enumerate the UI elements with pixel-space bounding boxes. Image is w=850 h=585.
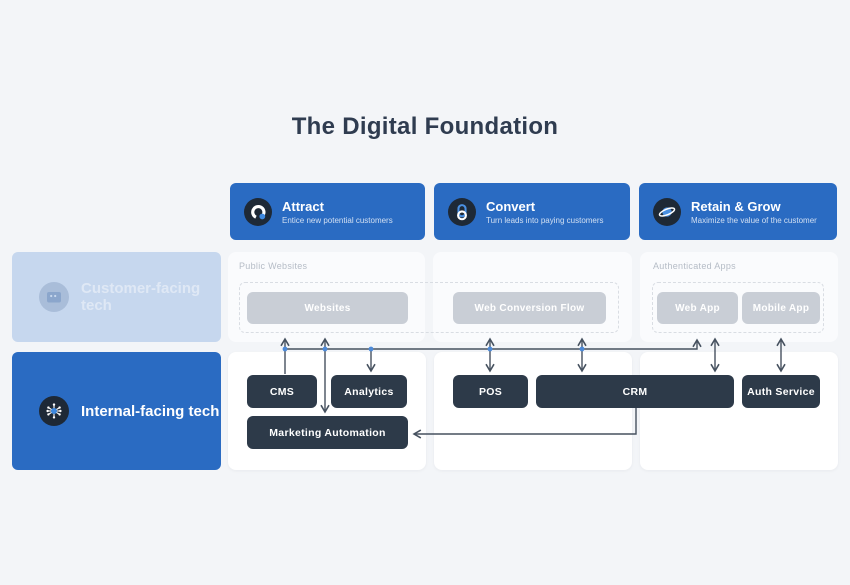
panel-convert-internal [434, 352, 632, 470]
page-title: The Digital Foundation [291, 113, 559, 140]
group-label-authenticated-apps: Authenticated Apps [653, 261, 736, 271]
node-analytics: Analytics [331, 375, 407, 408]
bus-junction-dots [282, 346, 585, 352]
node-crm: CRM [536, 375, 734, 408]
node-cms: CMS [247, 375, 317, 408]
stage-card-subtitle: Maximize the value of the customer [691, 215, 817, 225]
group-label-public-websites: Public Websites [239, 261, 308, 271]
row-label-text: Customer-facing tech [81, 280, 201, 314]
node-web-conversion-flow: Web Conversion Flow [453, 292, 606, 324]
stage-card-attract: Attract Entice new potential customers [230, 183, 425, 240]
dashed-group-public-websites [239, 282, 619, 333]
stage-card-retain-grow: Retain & Grow Maximize the value of the … [639, 183, 837, 240]
stage-card-title: Attract [282, 198, 324, 214]
hub-spoke-icon [39, 396, 69, 426]
row-label-customer-facing-tech: Customer-facing tech [12, 252, 221, 342]
node-mobile-app: Mobile App [742, 292, 820, 324]
stage-card-convert: Convert Turn leads into paying customers [434, 183, 630, 240]
browser-window-icon [39, 282, 69, 312]
retain-planet-icon [653, 197, 681, 226]
attract-magnet-icon [244, 197, 272, 226]
dashed-group-authenticated-apps [652, 282, 824, 333]
row-label-internal-facing-tech: Internal-facing tech [12, 352, 221, 470]
row-label-text: Internal-facing tech [81, 402, 220, 420]
panel-attract-internal [228, 352, 426, 470]
stage-card-subtitle: Entice new potential customers [282, 215, 393, 225]
convert-link-icon [448, 197, 476, 226]
node-web-app: Web App [657, 292, 738, 324]
stage-card-title: Convert [486, 198, 536, 214]
node-marketing-automation: Marketing Automation [247, 416, 408, 449]
node-websites: Websites [247, 292, 408, 324]
node-pos: POS [453, 375, 528, 408]
node-auth-service: Auth Service [742, 375, 820, 408]
stage-card-subtitle: Turn leads into paying customers [486, 215, 604, 225]
panel-retain-internal [640, 352, 838, 470]
stage-card-title: Retain & Grow [691, 198, 781, 214]
